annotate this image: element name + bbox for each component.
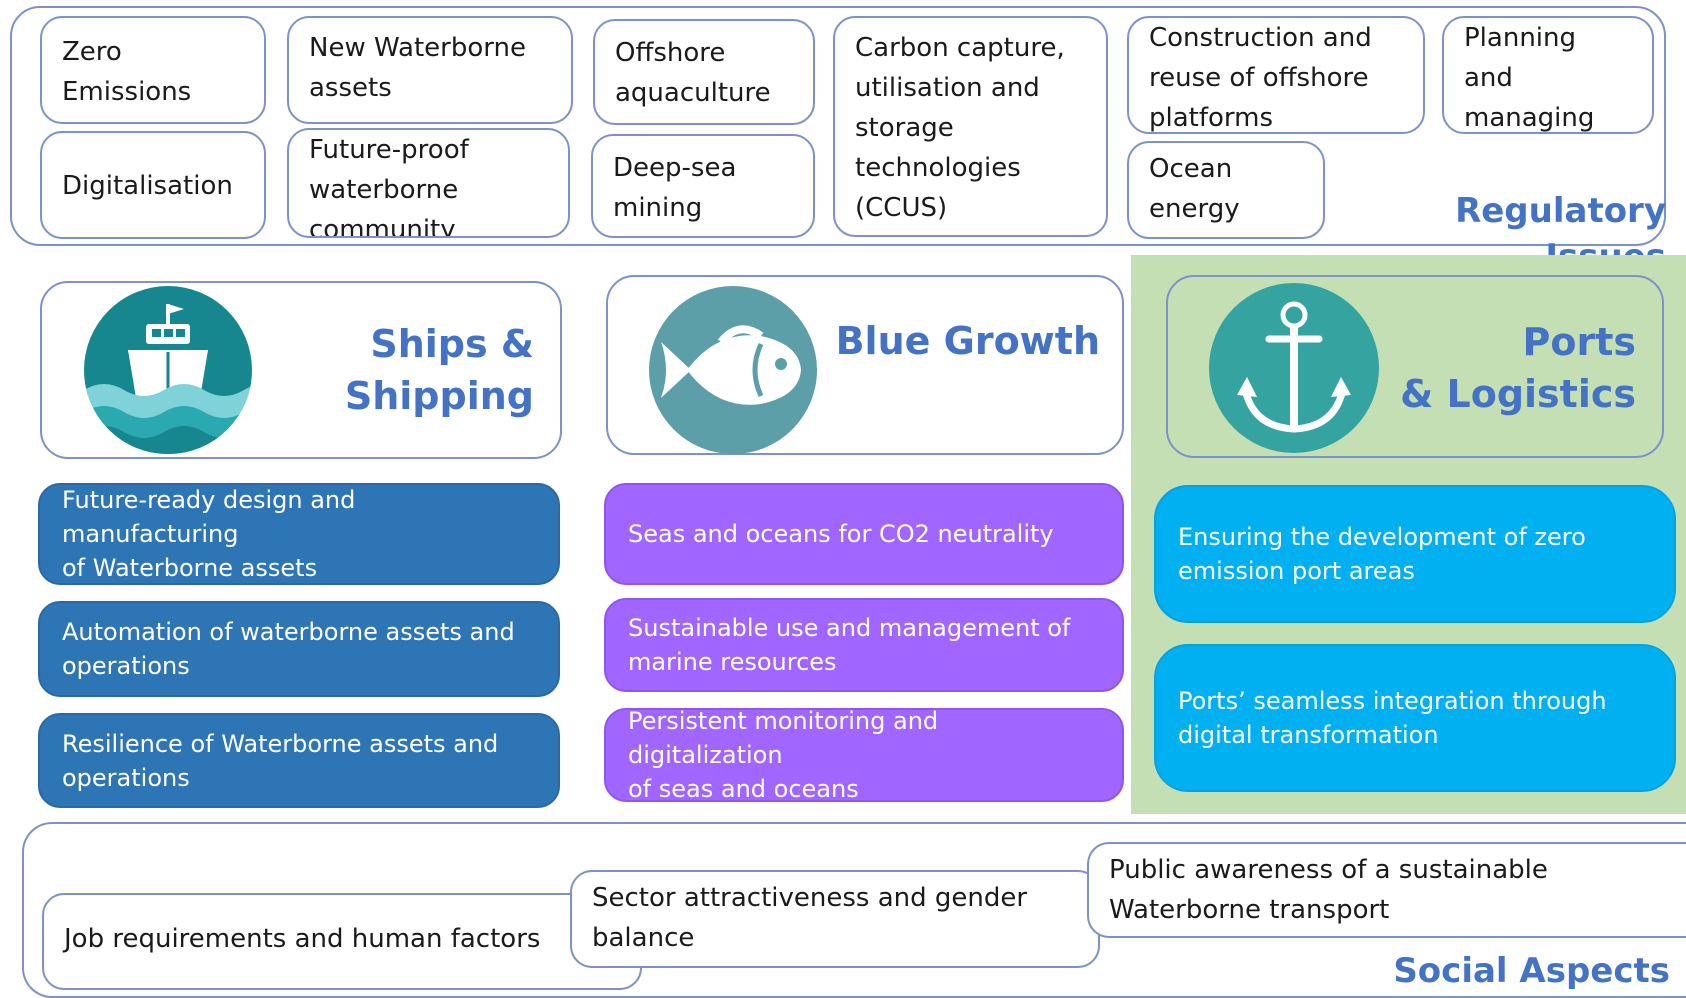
public-awareness-box: Public awareness of a sustainable Waterb…	[1087, 842, 1686, 938]
deep-sea-mining-box: Deep-sea mining	[591, 134, 815, 238]
planning-sea-use-box: Planning and managing sea use	[1442, 16, 1654, 134]
blue-growth-item-co2: Seas and oceans for CO2 neutrality	[604, 483, 1124, 585]
digitalisation-box: Digitalisation	[40, 131, 266, 239]
zero-emissions-box: Zero Emissions	[40, 16, 266, 124]
job-requirements-box: Job requirements and human factors	[42, 893, 642, 990]
ports-item-digital: Ports’ seamless integration through digi…	[1154, 644, 1676, 792]
anchor-icon	[1209, 283, 1379, 453]
ship-icon	[84, 286, 252, 454]
ports-logistics-title: Ports & Logistics	[1400, 320, 1636, 416]
blue-growth-item-monitoring: Persistent monitoring and digitalization…	[604, 707, 1124, 803]
ships-item-design: Future-ready design and manufacturing of…	[38, 483, 560, 585]
blue-growth-item-sustainable: Sustainable use and management of marine…	[604, 598, 1124, 692]
ships-item-resilience: Resilience of Waterborne assets and oper…	[38, 713, 560, 808]
social-aspects-title: Social Aspects	[1393, 951, 1670, 991]
offshore-aquaculture-box: Offshore aquaculture	[593, 19, 815, 125]
ports-item-zero-emission: Ensuring the development of zero emissio…	[1154, 485, 1676, 623]
fish-icon	[649, 286, 817, 454]
ships-item-automation: Automation of waterborne assets and oper…	[38, 601, 560, 697]
sector-attractiveness-box: Sector attractiveness and gender balance	[570, 870, 1100, 968]
new-waterborne-assets-box: New Waterborne assets	[287, 16, 573, 124]
ocean-energy-box: Ocean energy	[1127, 141, 1325, 239]
offshore-platforms-box: Construction and reuse of offshore platf…	[1127, 16, 1425, 134]
ccus-box: Carbon capture, utilisation and storage …	[833, 16, 1108, 237]
blue-growth-title: Blue Growth	[835, 319, 1100, 363]
ships-shipping-title: Ships & Shipping	[344, 322, 534, 418]
future-proof-community-box: Future-proof waterborne community	[287, 128, 570, 238]
